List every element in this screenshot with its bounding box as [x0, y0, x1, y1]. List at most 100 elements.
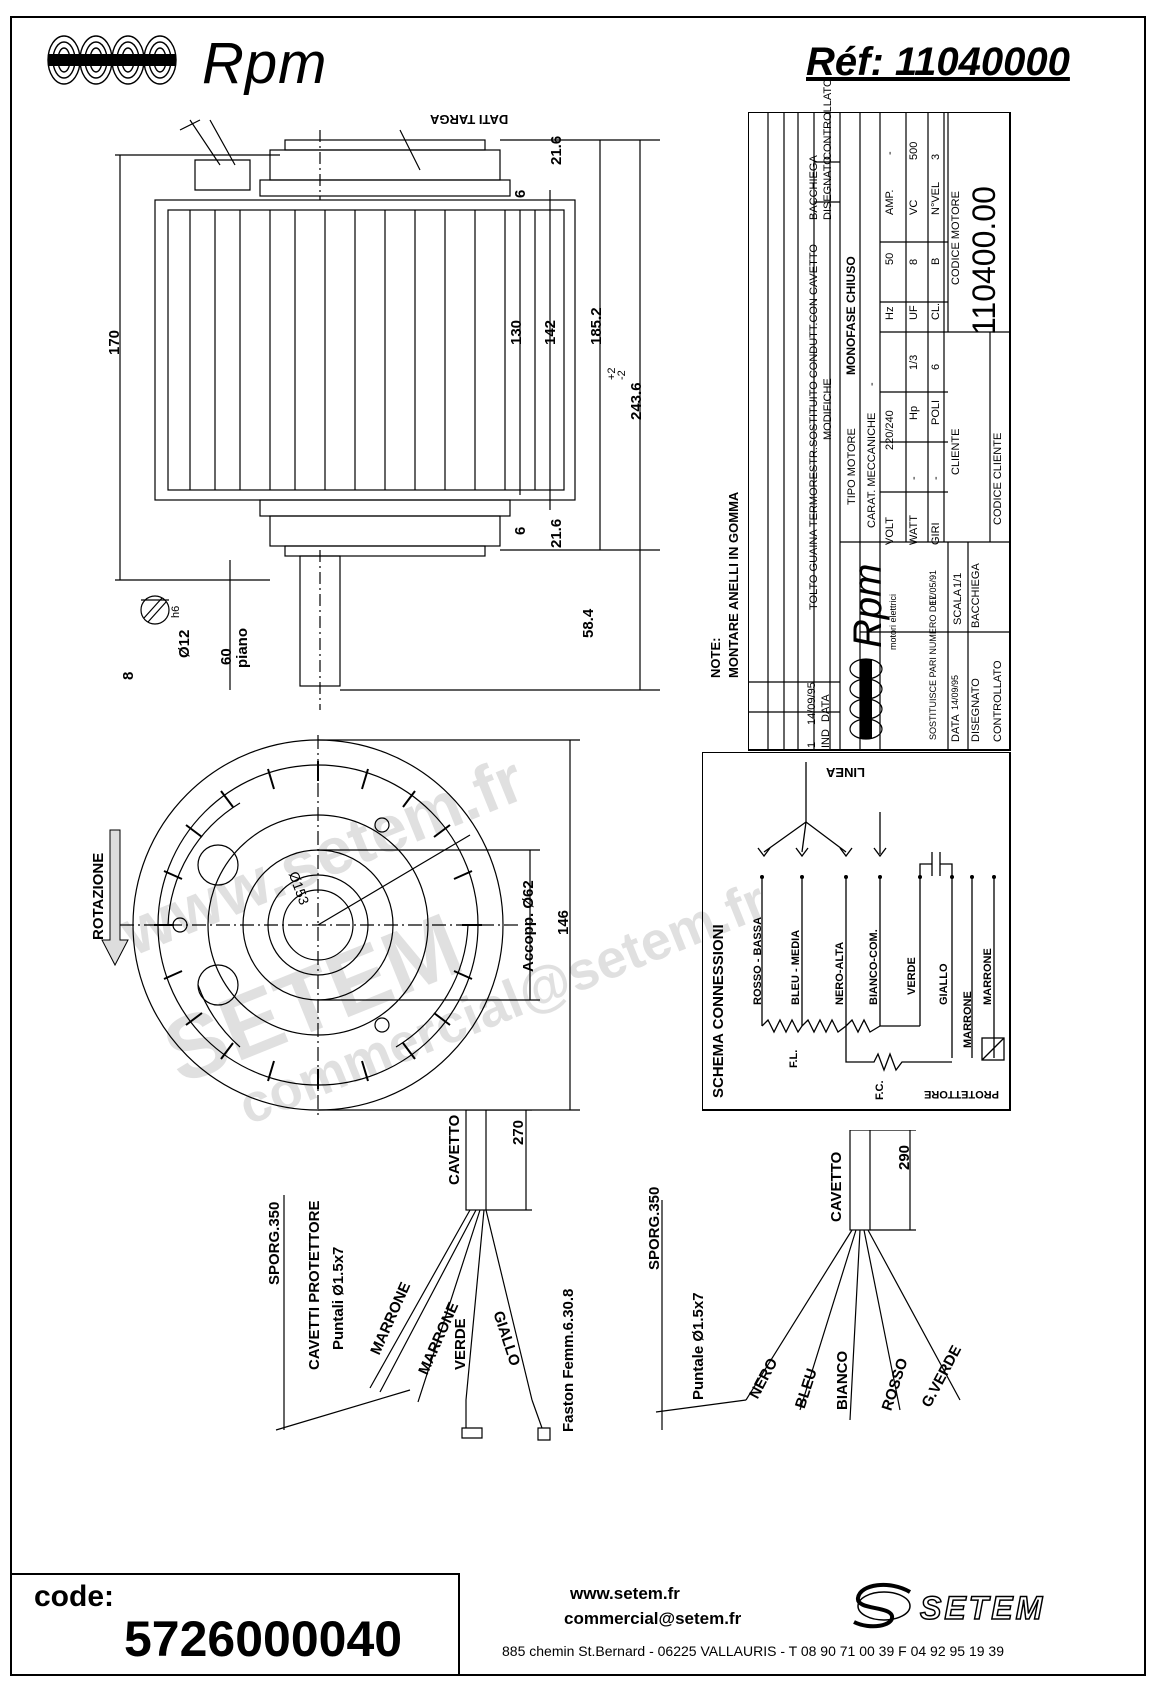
dim-185-2: 185.2	[588, 307, 605, 345]
puntali-label: Puntali Ø1.5x7	[330, 1246, 347, 1350]
cliente-label: CLIENTE	[950, 428, 962, 475]
data2-value: 14/09/95	[950, 674, 960, 710]
giri-value: -	[930, 476, 942, 480]
cavetto-left-label: CAVETTO	[446, 1114, 463, 1185]
rpm-logo-text: Rpm	[846, 563, 890, 648]
dim-h6: h6	[170, 605, 182, 618]
email-link[interactable]: commercial@setem.fr	[564, 1609, 742, 1628]
faston-label: Faston Femm.6.30.8	[560, 1288, 577, 1432]
connection-schema	[702, 752, 1011, 1111]
dim-142: 142	[542, 319, 559, 345]
modification-text: TOLTO GUAINA TERMORESTR.SOSTITUITO CONDU…	[808, 244, 820, 610]
wire-label-1: BLEU - MEDIA	[790, 929, 802, 1005]
code-label: code:	[34, 1580, 115, 1613]
rpm-logo-sub: motori elettrici	[888, 593, 898, 650]
linea-label: LINEA	[826, 765, 865, 780]
dim-8: 8	[120, 671, 137, 680]
dim-170: 170	[106, 329, 123, 355]
dim-tol-minus: -2	[616, 370, 628, 380]
cable-left-wire-2: VERDE	[452, 1318, 469, 1370]
rotation-arrow-icon	[101, 829, 129, 967]
rpm-coil-logo	[47, 35, 177, 85]
cavetto-left-length: 270	[510, 1119, 527, 1145]
bacchiega-header: BACCHIEGA	[808, 155, 820, 220]
dim-60: 60	[218, 648, 235, 665]
fc-label: F.C.	[874, 1080, 886, 1100]
note-text: MONTARE ANELLI IN GOMMA	[726, 491, 741, 678]
dim-21-6-top: 21.6	[548, 135, 565, 165]
wire-label-7: MARRONE	[982, 948, 994, 1005]
poli-value: 6	[930, 363, 942, 370]
uf-value: 8	[908, 258, 920, 265]
data2-label: DATA	[950, 714, 962, 742]
carat-value: -	[866, 382, 878, 386]
volt-value: 220/240	[884, 410, 896, 450]
modifiche-label: MODIFICHE	[822, 378, 834, 440]
puntale-label: Puntale Ø1.5x7	[690, 1292, 707, 1400]
rev-date: 14/09/95	[806, 682, 818, 725]
ind-label: IND	[820, 729, 832, 748]
codice-motore-label: CODICE MOTORE	[950, 191, 962, 285]
code-value: 5726000040	[124, 1611, 403, 1667]
drawing-frame	[10, 16, 1146, 1676]
controllato-label: CONTROLLATO	[992, 660, 1004, 743]
cavetto-right-label: CAVETTO	[828, 1151, 845, 1222]
wire-label-6: MARRONE	[962, 991, 974, 1048]
setem-logo: SETEM	[919, 1589, 1046, 1627]
motor-front-view	[120, 735, 580, 1115]
cl-value: B	[930, 257, 942, 265]
dim-130: 130	[508, 319, 525, 345]
website-link[interactable]: www.setem.fr	[570, 1584, 680, 1603]
cavetti-protettore-label: CAVETTI PROTETTORE	[306, 1200, 323, 1370]
wire-label-3: BIANCO-COM.	[868, 929, 880, 1005]
disegnato-header: DISEGNATO	[822, 156, 834, 220]
cable-right-drawing	[655, 1130, 961, 1430]
hp-label: Hp	[908, 405, 920, 420]
sporg-left: SPORG.350	[266, 1201, 283, 1285]
giri-label: GIRI	[930, 522, 942, 545]
dim-6-top: 6	[512, 189, 529, 198]
dim-shaft-diam: Ø12	[176, 629, 193, 658]
wire-label-4: VERDE	[906, 957, 918, 995]
protettore-label: PROTETTORE	[924, 1088, 999, 1100]
wire-label-5: GIALLO	[938, 963, 950, 1005]
data-label: DATA	[820, 694, 832, 722]
dim-21-6-bottom: 21.6	[548, 518, 565, 548]
codice-motore-value: 110400.00	[966, 186, 1002, 335]
watt-value: -	[908, 476, 920, 480]
dim-piano: piano	[234, 628, 251, 668]
note-title: NOTE:	[708, 637, 723, 678]
rev-num: 1	[806, 741, 818, 748]
amp-value: -	[884, 151, 896, 155]
dim-58-4: 58.4	[580, 608, 597, 638]
sostituisce-value: 17/05/91	[928, 569, 938, 605]
cl-label: CL.	[930, 302, 942, 320]
amp-label: AMP.	[884, 189, 896, 215]
carat-label: CARAT. MECCANICHE	[866, 412, 878, 528]
disegnato-label: DISEGNATO	[970, 678, 982, 742]
uf-label: UF	[908, 305, 920, 320]
cavetto-right-length: 290	[896, 1144, 913, 1170]
motor-side-view	[115, 119, 660, 710]
title-block	[748, 112, 1011, 751]
company-address: 885 chemin St.Bernard - 06225 VALLAURIS …	[502, 1643, 1004, 1659]
vc-value: 500	[908, 141, 920, 160]
cable-left-drawing	[275, 1110, 551, 1441]
wire-label-2: NERO-ALTA	[834, 941, 846, 1005]
brand-name: Rpm	[202, 31, 328, 96]
dim-243-6: 243.6	[628, 382, 645, 420]
fl-label: F.L.	[788, 1049, 800, 1068]
hp-value: 1/3	[908, 354, 920, 370]
cable-right-wire-2: BIANCO	[834, 1350, 851, 1410]
tipo-motore-value: MONOFASE CHIUSO	[844, 256, 858, 375]
disegnato-value: BACCHIEGA	[970, 563, 982, 628]
dim-146: 146	[555, 909, 572, 935]
tipo-motore-label: TIPO MOTORE	[846, 428, 858, 505]
sostituisce-label: SOSTITUISCE PARI NUMERO DEL	[928, 594, 938, 740]
poli-label: POLI	[930, 399, 942, 425]
reference-number: Réf: 11040000	[806, 40, 1070, 84]
dim-6-bottom: 6	[512, 526, 529, 535]
dati-targa-label: DATI TARGA	[430, 112, 509, 127]
scala-label: SCALA	[952, 588, 964, 625]
nvel-value: 3	[930, 153, 942, 160]
